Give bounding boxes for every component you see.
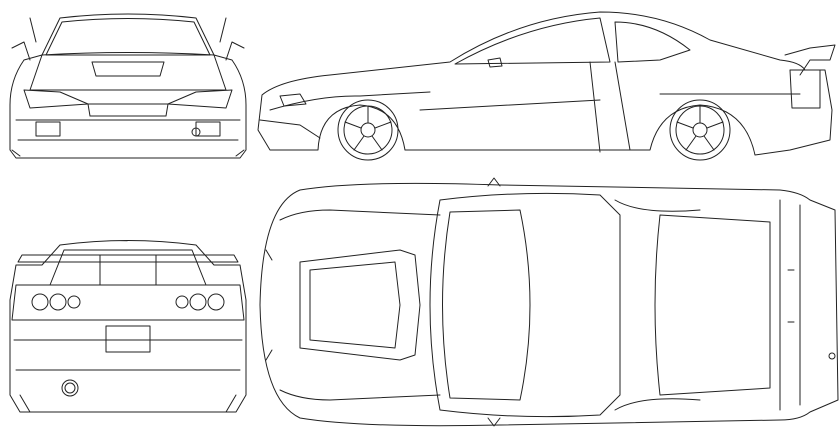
rear-view <box>9 240 247 413</box>
top-view <box>259 177 839 427</box>
front-view <box>9 13 247 159</box>
side-view <box>257 11 836 161</box>
